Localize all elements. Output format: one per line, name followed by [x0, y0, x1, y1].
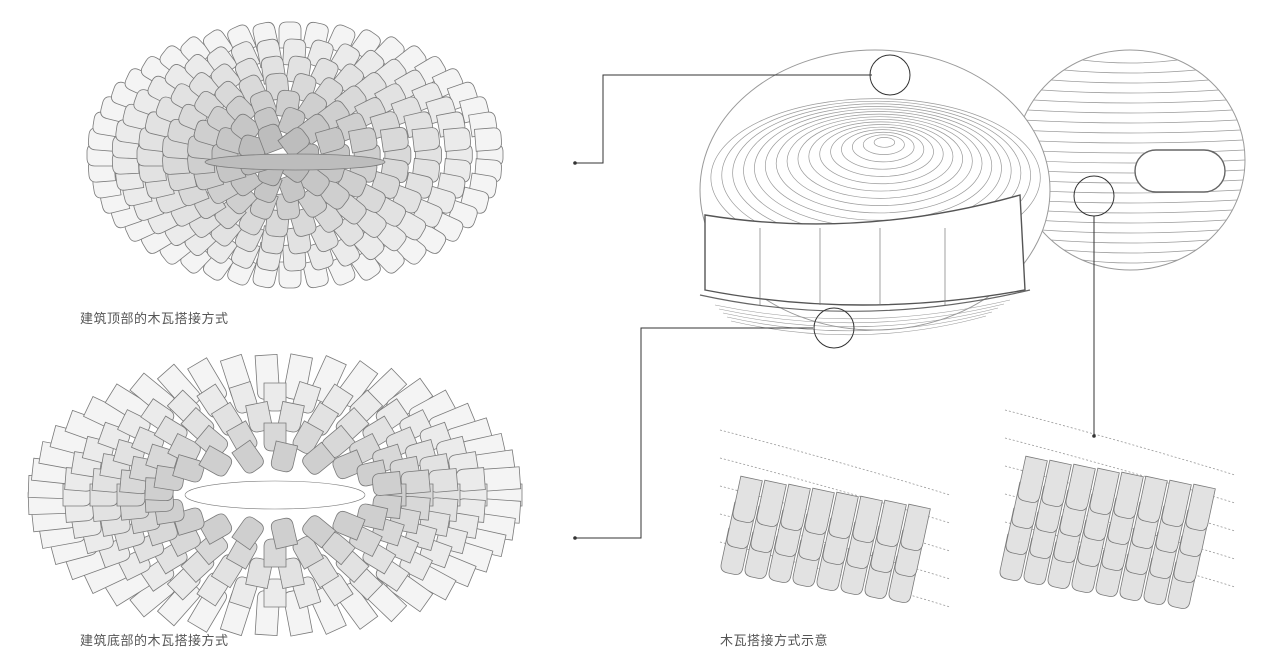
shingle-overlap-detail-right	[999, 409, 1236, 609]
pod-building-illustration	[699, 49, 1246, 336]
caption-roof-tiling: 建筑顶部的木瓦搭接方式	[80, 312, 229, 327]
shingle-overlap-detail-left	[719, 429, 951, 608]
base-shingle-plan-illustration	[27, 353, 523, 637]
caption-shingle-detail: 木瓦搭接方式示意	[720, 634, 829, 649]
callout-leaders	[573, 54, 1115, 540]
caption-base-tiling: 建筑底部的木瓦搭接方式	[80, 634, 229, 649]
roof-shingle-plan-illustration	[86, 21, 504, 289]
